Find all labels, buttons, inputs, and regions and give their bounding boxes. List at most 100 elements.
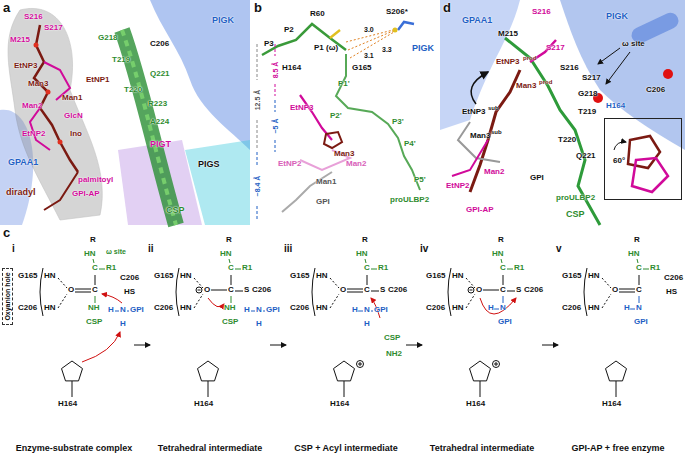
label: T220	[558, 136, 576, 144]
label: PIGK	[212, 16, 234, 25]
art-shape	[312, 268, 315, 316]
node-text: 60°	[613, 157, 625, 165]
bond-line	[639, 296, 640, 303]
art-shape	[628, 136, 660, 168]
label: ω site	[106, 248, 126, 255]
label: HS	[666, 288, 677, 296]
label: EtNP2	[278, 160, 302, 168]
label: H164	[194, 400, 213, 408]
label: HN	[220, 250, 232, 258]
bond-line	[235, 291, 243, 292]
label: S217	[44, 24, 63, 32]
bond-line	[503, 275, 504, 285]
label: T219	[578, 108, 596, 116]
label: EtNP2	[446, 182, 470, 190]
bond-line	[75, 289, 91, 290]
label: NH	[88, 304, 100, 312]
label: C206	[154, 304, 173, 312]
label: G218	[578, 90, 598, 98]
label: sub	[491, 129, 502, 135]
atom-dot	[493, 361, 500, 368]
bond-line	[347, 292, 363, 293]
label: EtNP3	[14, 62, 38, 70]
label: G165	[352, 64, 372, 72]
label: iv	[420, 244, 428, 254]
label: i	[12, 244, 15, 254]
label: c	[3, 226, 10, 239]
node-text: Oxyanion hole	[4, 272, 11, 320]
label: N	[120, 306, 126, 314]
bond-line	[231, 275, 232, 285]
label: C	[364, 264, 370, 272]
art-shape	[606, 361, 627, 381]
label: T220	[124, 86, 142, 94]
bond-line	[263, 311, 265, 312]
label: diradyl	[6, 188, 36, 197]
label: HN	[180, 272, 192, 280]
label: CSP	[86, 318, 102, 326]
bond-line	[211, 290, 227, 291]
bond-line	[360, 362, 361, 366]
panel-d-art	[440, 0, 685, 225]
label: S	[244, 286, 249, 294]
label: Man3	[28, 80, 48, 88]
label: G165	[426, 272, 446, 280]
label: S	[380, 286, 385, 294]
label: HN	[356, 250, 368, 258]
bond-line	[99, 269, 105, 270]
label: d	[443, 1, 451, 14]
label: 3.3	[382, 46, 392, 53]
bond-line	[507, 291, 515, 292]
bond-line	[95, 296, 96, 303]
label: A224	[150, 118, 169, 126]
label: EtNP1	[86, 76, 110, 84]
bond-line	[480, 381, 481, 397]
label: H	[488, 304, 494, 312]
label: HN	[452, 304, 464, 312]
atom-dot	[34, 43, 39, 48]
label: C206	[150, 40, 169, 48]
label: P1'	[338, 80, 350, 88]
label: v	[556, 244, 562, 254]
label: R1	[106, 264, 116, 272]
bond-line	[330, 294, 339, 308]
label: C	[92, 264, 98, 272]
bond-line	[616, 381, 617, 397]
label: HN	[316, 304, 328, 312]
label: GPI	[316, 198, 330, 206]
label: R	[226, 236, 232, 244]
atom-dot	[393, 28, 398, 33]
label: Man3	[334, 150, 354, 158]
label: H	[256, 320, 262, 328]
bond-line	[483, 290, 499, 291]
art-shape	[62, 361, 83, 381]
label: CSP	[222, 318, 238, 326]
label: C	[228, 264, 234, 272]
bond-line	[257, 206, 258, 220]
atom-dot	[196, 287, 202, 293]
label: H164	[58, 400, 77, 408]
label: GPAA1	[8, 158, 38, 167]
inset-box: 60°	[604, 118, 682, 200]
label: R	[634, 236, 640, 244]
label: C206	[290, 304, 309, 312]
label: PIGK	[606, 12, 628, 21]
bond-line	[194, 294, 203, 308]
label: HN	[44, 272, 56, 280]
art-shape	[560, 0, 685, 150]
label: H	[108, 306, 114, 314]
label: N	[500, 304, 506, 312]
art-shape	[324, 132, 342, 148]
bond-line	[344, 381, 345, 397]
bond-line	[452, 140, 488, 176]
art-shape	[82, 332, 120, 362]
bond-line	[208, 381, 209, 397]
label: M215	[498, 30, 518, 38]
label: HN	[84, 250, 96, 258]
art-shape	[480, 298, 516, 314]
label: C	[636, 286, 642, 294]
label: H164	[602, 400, 621, 408]
label: C206	[18, 304, 37, 312]
label: P5'	[414, 176, 426, 184]
